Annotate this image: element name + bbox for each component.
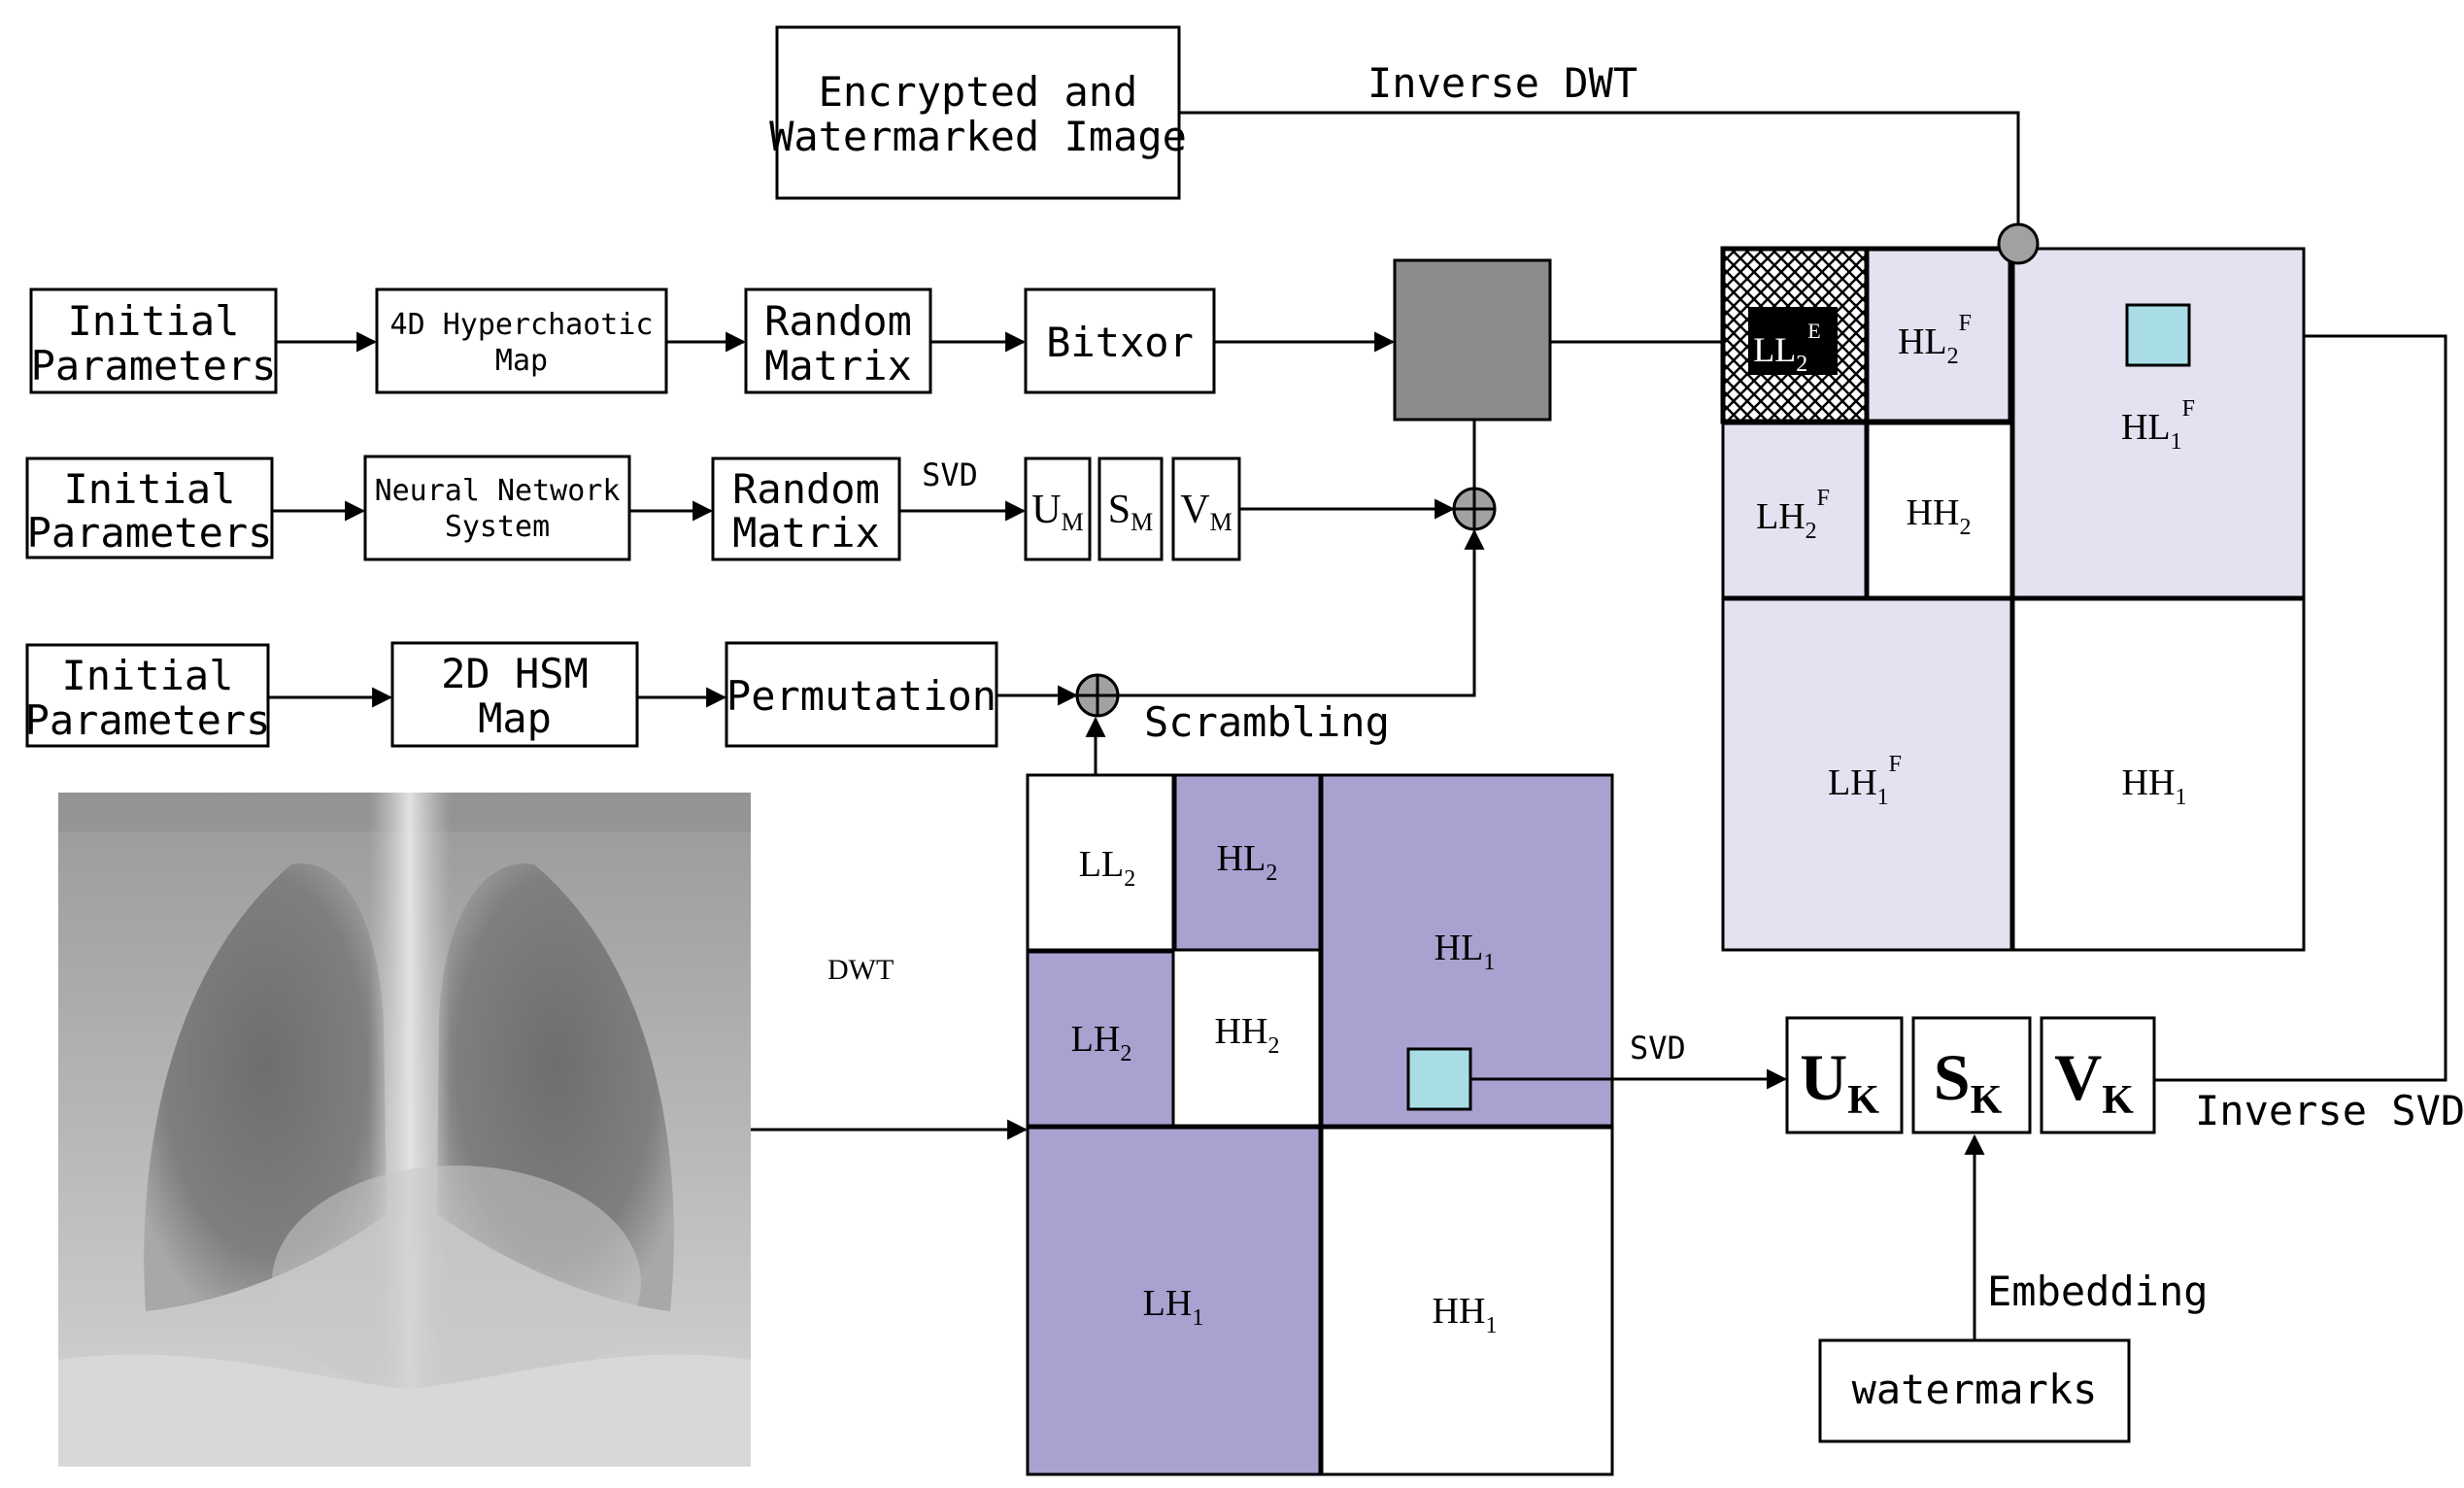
row3-params-line2: Parameters <box>25 696 271 744</box>
svd-label: SVD <box>1630 1030 1686 1066</box>
cell-lh1 <box>1028 1127 1321 1474</box>
uk-box: UK <box>1785 1016 1904 1134</box>
inverse-dwt-node <box>1997 222 2040 265</box>
um-label: UM <box>1031 488 1083 536</box>
line-scramble-to-sum <box>1118 528 1485 697</box>
ll2e-label: LL2E <box>1753 319 1820 377</box>
row2-params-line2: Parameters <box>27 509 273 557</box>
hh2-final-label: HH2 <box>1907 492 1972 540</box>
row2-params-line1: Initial <box>63 465 235 513</box>
ll2e-black-block <box>1748 307 1838 375</box>
embedding-label: Embedding <box>1987 1268 2209 1315</box>
vk-box: VK <box>2040 1016 2156 1134</box>
row3-map-line1: 2D HSM <box>441 650 589 697</box>
final-cell-hh1 <box>2012 598 2304 950</box>
row1-matrix-line2: Matrix <box>764 342 912 389</box>
output-box-line2: Watermarked Image <box>769 113 1187 160</box>
hl1-label: HL1 <box>1435 928 1496 975</box>
lh1f-label: LH1F <box>1828 752 1902 810</box>
ll2-label: LL2 <box>1079 844 1135 892</box>
combined-gray-block <box>1393 258 1552 422</box>
uk-label: UK <box>1800 1040 1879 1123</box>
row2-params-box: Initial Parameters <box>25 457 274 559</box>
row2-matrix-line2: Matrix <box>732 509 880 557</box>
row1-matrix-box: Random Matrix <box>744 287 932 394</box>
final-subband-grid <box>1720 246 2306 952</box>
cell-hl2 <box>1175 775 1321 950</box>
hh1-final-label: HH1 <box>2122 762 2187 810</box>
watermarks-label: watermarks <box>1852 1366 2098 1413</box>
hl2f-label: HL2F <box>1898 311 1972 369</box>
vm-label: VM <box>1180 488 1232 536</box>
inverse-dwt-label: Inverse DWT <box>1367 59 1637 107</box>
sm-box: SM <box>1097 457 1164 561</box>
hh1-label: HH1 <box>1433 1291 1498 1338</box>
row3-params-line1: Initial <box>61 652 233 699</box>
row2-matrix-line1: Random <box>732 465 880 513</box>
output-box-line1: Encrypted and <box>819 68 1138 116</box>
row2-matrix-box: Random Matrix <box>711 457 901 561</box>
row1-params-line1: Initial <box>67 297 239 345</box>
row1-params-line2: Parameters <box>31 342 277 389</box>
row3-params-box: Initial Parameters <box>25 643 271 748</box>
cell-ll2 <box>1028 775 1173 950</box>
sum-node-scramble <box>1075 673 1120 718</box>
um-box: UM <box>1024 457 1092 561</box>
final-cell-lh2f <box>1723 423 1865 598</box>
hl1-embed-block <box>1406 1047 1472 1111</box>
final-cell-hh2 <box>1865 423 2010 598</box>
row1-map-line2: Map <box>495 344 548 378</box>
bitxor-label: Bitxor <box>1046 319 1194 366</box>
vk-label: VK <box>2054 1040 2134 1123</box>
scrambling-label: Scrambling <box>1144 698 1390 746</box>
output-box: Encrypted and Watermarked Image <box>769 25 1187 200</box>
dwt-subband-grid <box>1026 773 1614 1476</box>
sm-label: SM <box>1108 488 1153 536</box>
bitxor-box: Bitxor <box>1024 287 1216 394</box>
chest-xray-image <box>58 793 751 1467</box>
row1-params-box: Initial Parameters <box>29 287 278 394</box>
cell-hh1 <box>1321 1127 1612 1474</box>
dwt-label: DWT <box>827 954 894 986</box>
lh2f-label: LH2F <box>1756 486 1830 544</box>
row2-map-box: Neural Network System <box>363 455 631 561</box>
cell-lh2 <box>1028 952 1173 1127</box>
hl1f-label: HL1F <box>2121 396 2195 455</box>
inverse-dwt-line <box>1179 111 2020 231</box>
inverse-svd-line <box>2154 325 2447 1082</box>
row1-map-line1: 4D Hyperchaotic <box>390 308 654 342</box>
sk-label: SK <box>1934 1040 2003 1123</box>
permutation-label: Permutation <box>726 672 996 720</box>
inverse-svd-label: Inverse SVD <box>2195 1087 2464 1134</box>
final-cell-lh1f <box>1723 598 2012 950</box>
row2-map-line1: Neural Network <box>375 474 621 508</box>
final-cell-hl2f <box>1869 249 2012 422</box>
row1-map-box: 4D Hyperchaotic Map <box>375 287 668 394</box>
lh2-label: LH2 <box>1071 1019 1132 1066</box>
watermarks-box: watermarks <box>1818 1338 2131 1443</box>
vm-box: VM <box>1171 457 1241 561</box>
row3-map-line2: Map <box>478 694 552 742</box>
hl1f-embed-block <box>2125 303 2191 367</box>
sum-node-main <box>1452 487 1497 531</box>
row3-map-box: 2D HSM Map <box>390 641 639 748</box>
lh1-label: LH1 <box>1143 1283 1204 1331</box>
hl2-label: HL2 <box>1217 838 1278 886</box>
row2-map-line2: System <box>445 510 550 544</box>
row2-svd-label: SVD <box>922 457 978 493</box>
hh2-label: HH2 <box>1215 1011 1280 1059</box>
permutation-box: Permutation <box>725 641 998 748</box>
cell-hh2 <box>1175 952 1321 1127</box>
sk-box: SK <box>1911 1016 2032 1134</box>
row1-matrix-line1: Random <box>764 297 912 345</box>
